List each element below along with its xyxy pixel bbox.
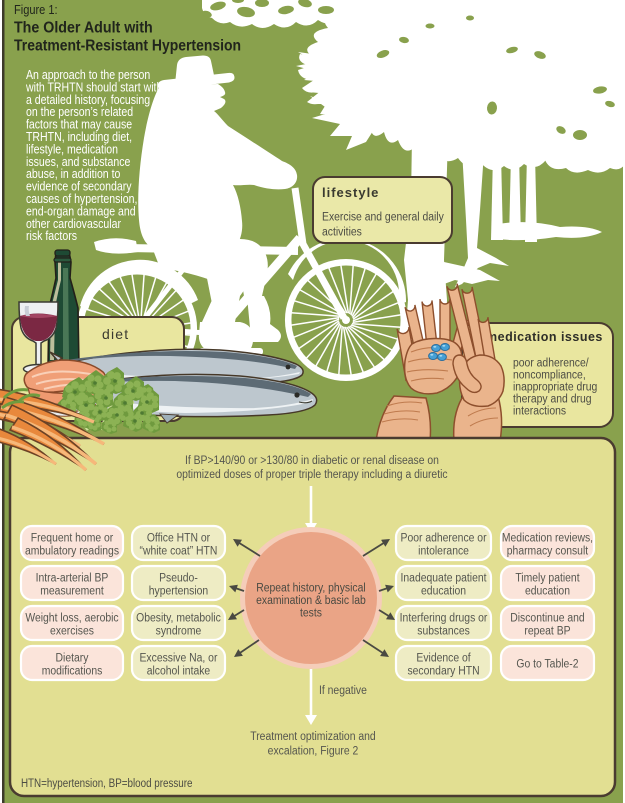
svg-text:end-organ damage and: end-organ damage and bbox=[26, 203, 136, 218]
svg-text:a detailed history, focusing: a detailed history, focusing bbox=[26, 92, 150, 107]
svg-text:interactions: interactions bbox=[513, 405, 566, 418]
svg-text:Office HTN or: Office HTN or bbox=[147, 532, 210, 545]
svg-text:ambulatory readings: ambulatory readings bbox=[25, 545, 119, 558]
svg-text:noncompliance,: noncompliance, bbox=[513, 369, 586, 382]
svg-text:medication issues: medication issues bbox=[486, 330, 603, 344]
svg-text:HTN=hypertension, BP=blood pre: HTN=hypertension, BP=blood pressure bbox=[21, 777, 193, 790]
svg-text:excalation, Figure 2: excalation, Figure 2 bbox=[268, 745, 359, 758]
svg-text:Medication reviews,: Medication reviews, bbox=[502, 532, 593, 545]
svg-text:Exercise and general daily: Exercise and general daily bbox=[322, 211, 444, 224]
svg-text:inappropriate drug: inappropriate drug bbox=[513, 381, 597, 394]
svg-text:The Older Adult with: The Older Adult with bbox=[14, 20, 153, 37]
svg-text:Treatment optimization and: Treatment optimization and bbox=[250, 730, 375, 743]
svg-text:hypertension: hypertension bbox=[149, 585, 208, 598]
svg-text:Discontinue and: Discontinue and bbox=[510, 612, 584, 625]
svg-text:Weight loss, aerobic: Weight loss, aerobic bbox=[25, 612, 119, 625]
svg-text:evidence of secondary: evidence of secondary bbox=[26, 178, 132, 193]
svg-text:Inadequate patient: Inadequate patient bbox=[401, 572, 488, 585]
svg-text:repeat BP: repeat BP bbox=[524, 625, 570, 638]
svg-text:Excessive Na, or: Excessive Na, or bbox=[140, 652, 218, 665]
svg-text:intolerance: intolerance bbox=[418, 545, 469, 558]
svg-text:syndrome: syndrome bbox=[156, 625, 202, 638]
svg-text:pharmacy consult: pharmacy consult bbox=[507, 545, 589, 558]
svg-text:Evidence of: Evidence of bbox=[416, 652, 471, 665]
svg-text:Pseudo-: Pseudo- bbox=[159, 572, 198, 585]
svg-text:lifestyle: lifestyle bbox=[322, 185, 379, 200]
svg-text:with TRHTN should start with: with TRHTN should start with bbox=[25, 79, 162, 94]
svg-text:lifestyle, medication: lifestyle, medication bbox=[26, 141, 118, 156]
svg-text:activities: activities bbox=[322, 226, 362, 239]
svg-text:Timely patient: Timely patient bbox=[515, 572, 580, 585]
svg-text:Go to Table-2: Go to Table-2 bbox=[516, 658, 578, 671]
svg-text:Poor adherence or: Poor adherence or bbox=[401, 532, 487, 545]
svg-text:Obesity, metabolic: Obesity, metabolic bbox=[136, 612, 221, 625]
svg-text:education: education bbox=[421, 585, 466, 598]
svg-text:education: education bbox=[525, 585, 570, 598]
svg-text:examination & basic lab: examination & basic lab bbox=[256, 594, 366, 607]
svg-text:factors that may cause: factors that may cause bbox=[26, 116, 132, 131]
svg-text:Figure 1:: Figure 1: bbox=[14, 2, 58, 17]
svg-text:poor adherence/: poor adherence/ bbox=[513, 357, 589, 370]
svg-text:measurement: measurement bbox=[40, 585, 104, 598]
svg-text:If negative: If negative bbox=[319, 684, 367, 697]
svg-text:“white coat” HTN: “white coat” HTN bbox=[140, 545, 218, 558]
svg-text:Dietary: Dietary bbox=[56, 652, 89, 665]
svg-text:Treatment-Resistant Hypertensi: Treatment-Resistant Hypertension bbox=[14, 38, 241, 55]
svg-text:therapy and drug: therapy and drug bbox=[513, 393, 592, 406]
svg-text:substances: substances bbox=[417, 625, 470, 638]
svg-text:modifications: modifications bbox=[42, 665, 103, 678]
svg-text:diet: diet bbox=[102, 326, 129, 342]
svg-text:TRHTN, including diet,: TRHTN, including diet, bbox=[26, 129, 132, 144]
svg-text:Intra-arterial BP: Intra-arterial BP bbox=[36, 572, 109, 585]
svg-text:on the person’s related: on the person’s related bbox=[26, 104, 133, 119]
svg-text:Frequent home or: Frequent home or bbox=[31, 532, 114, 545]
svg-text:causes of hypertension,: causes of hypertension, bbox=[26, 191, 137, 206]
svg-text:secondary HTN: secondary HTN bbox=[407, 665, 479, 678]
svg-text:exercises: exercises bbox=[50, 625, 94, 638]
svg-text:issues, and substance: issues, and substance bbox=[26, 154, 131, 169]
svg-text:Repeat history, physical: Repeat history, physical bbox=[256, 582, 365, 595]
svg-text:An approach to the person: An approach to the person bbox=[26, 67, 150, 82]
svg-text:risk factors: risk factors bbox=[26, 228, 77, 243]
svg-text:tests: tests bbox=[300, 607, 322, 620]
svg-text:abuse, in addition to: abuse, in addition to bbox=[26, 166, 121, 181]
svg-text:alcohol intake: alcohol intake bbox=[147, 665, 210, 678]
svg-text:optimized doses of proper trip: optimized doses of proper triple therapy… bbox=[176, 468, 448, 481]
svg-text:other cardiovascular: other cardiovascular bbox=[26, 216, 121, 231]
svg-text:Interfering drugs or: Interfering drugs or bbox=[400, 612, 488, 625]
svg-text:If BP>140/90 or >130/80 in dia: If BP>140/90 or >130/80 in diabetic or r… bbox=[185, 454, 439, 467]
